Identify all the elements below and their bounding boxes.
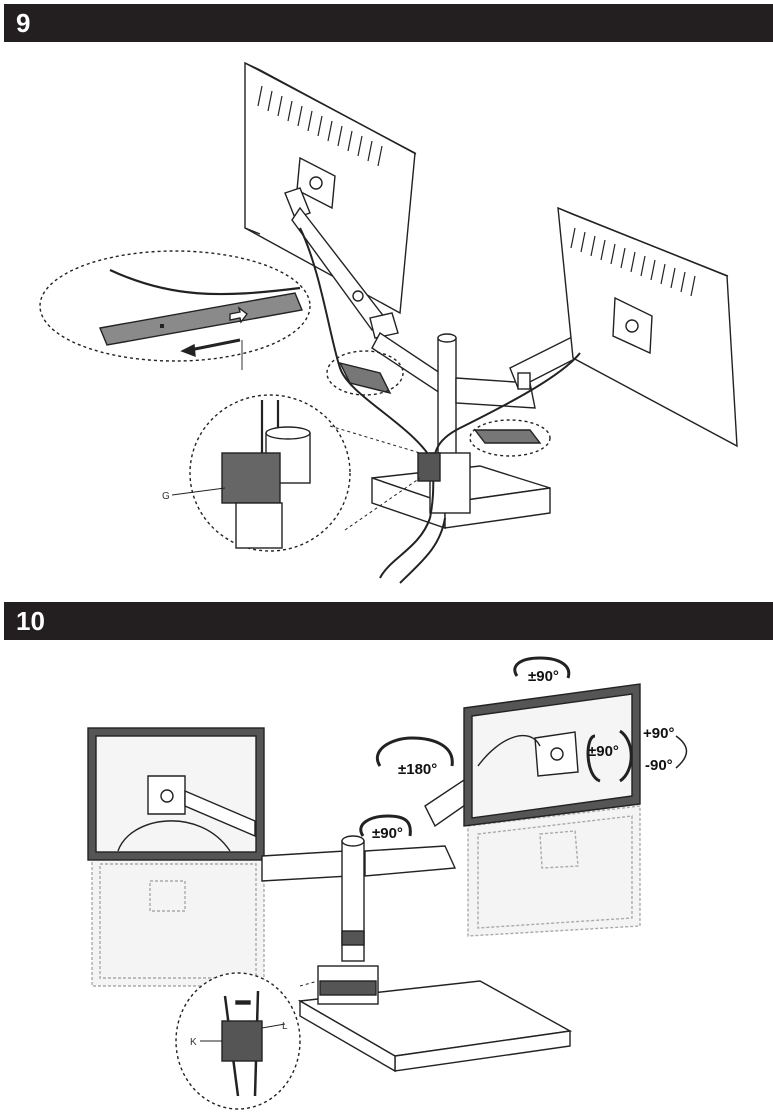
- step-10-header: 10: [4, 602, 773, 640]
- rotation-tilt: ±90°: [588, 743, 619, 760]
- right-monitor: [463, 683, 641, 827]
- rotation-arrows: [359, 656, 688, 837]
- step-number: 10: [16, 606, 45, 636]
- left-monitor: [87, 727, 265, 861]
- desk: [371, 452, 551, 529]
- left-arm: [284, 187, 441, 395]
- desk: [297, 965, 573, 1073]
- step-9-illustration: G: [39, 61, 738, 584]
- rotation-tilt-up: +90°: [643, 725, 674, 742]
- cover-detail-callout: [39, 250, 311, 370]
- step-10-illustration: ±90° ±90° +90° -90° ±180° ±90° K L: [87, 656, 688, 1110]
- step-9-header: 9: [4, 4, 773, 42]
- step-number: 9: [16, 8, 31, 38]
- part-label-l: L: [282, 1021, 288, 1032]
- rotation-top-swivel: ±90°: [528, 668, 559, 685]
- arm-cover-right: [469, 419, 551, 457]
- cable-clip: [417, 452, 441, 482]
- right-monitor: [557, 206, 738, 448]
- clip-detail-callout: [175, 972, 301, 1110]
- left-monitor: [244, 61, 417, 315]
- left-monitor-ghost: [91, 855, 265, 987]
- rotation-arm: ±180°: [398, 761, 437, 778]
- arm-cover-left: [326, 350, 404, 396]
- rotation-tilt-down: -90°: [645, 757, 673, 774]
- rotation-base-swivel: ±90°: [372, 825, 403, 842]
- arms: [261, 774, 479, 962]
- part-label-g: G: [162, 491, 170, 502]
- part-label-k: K: [190, 1037, 197, 1048]
- clip-detail-callout: [171, 394, 351, 552]
- right-monitor-ghost: [467, 805, 641, 937]
